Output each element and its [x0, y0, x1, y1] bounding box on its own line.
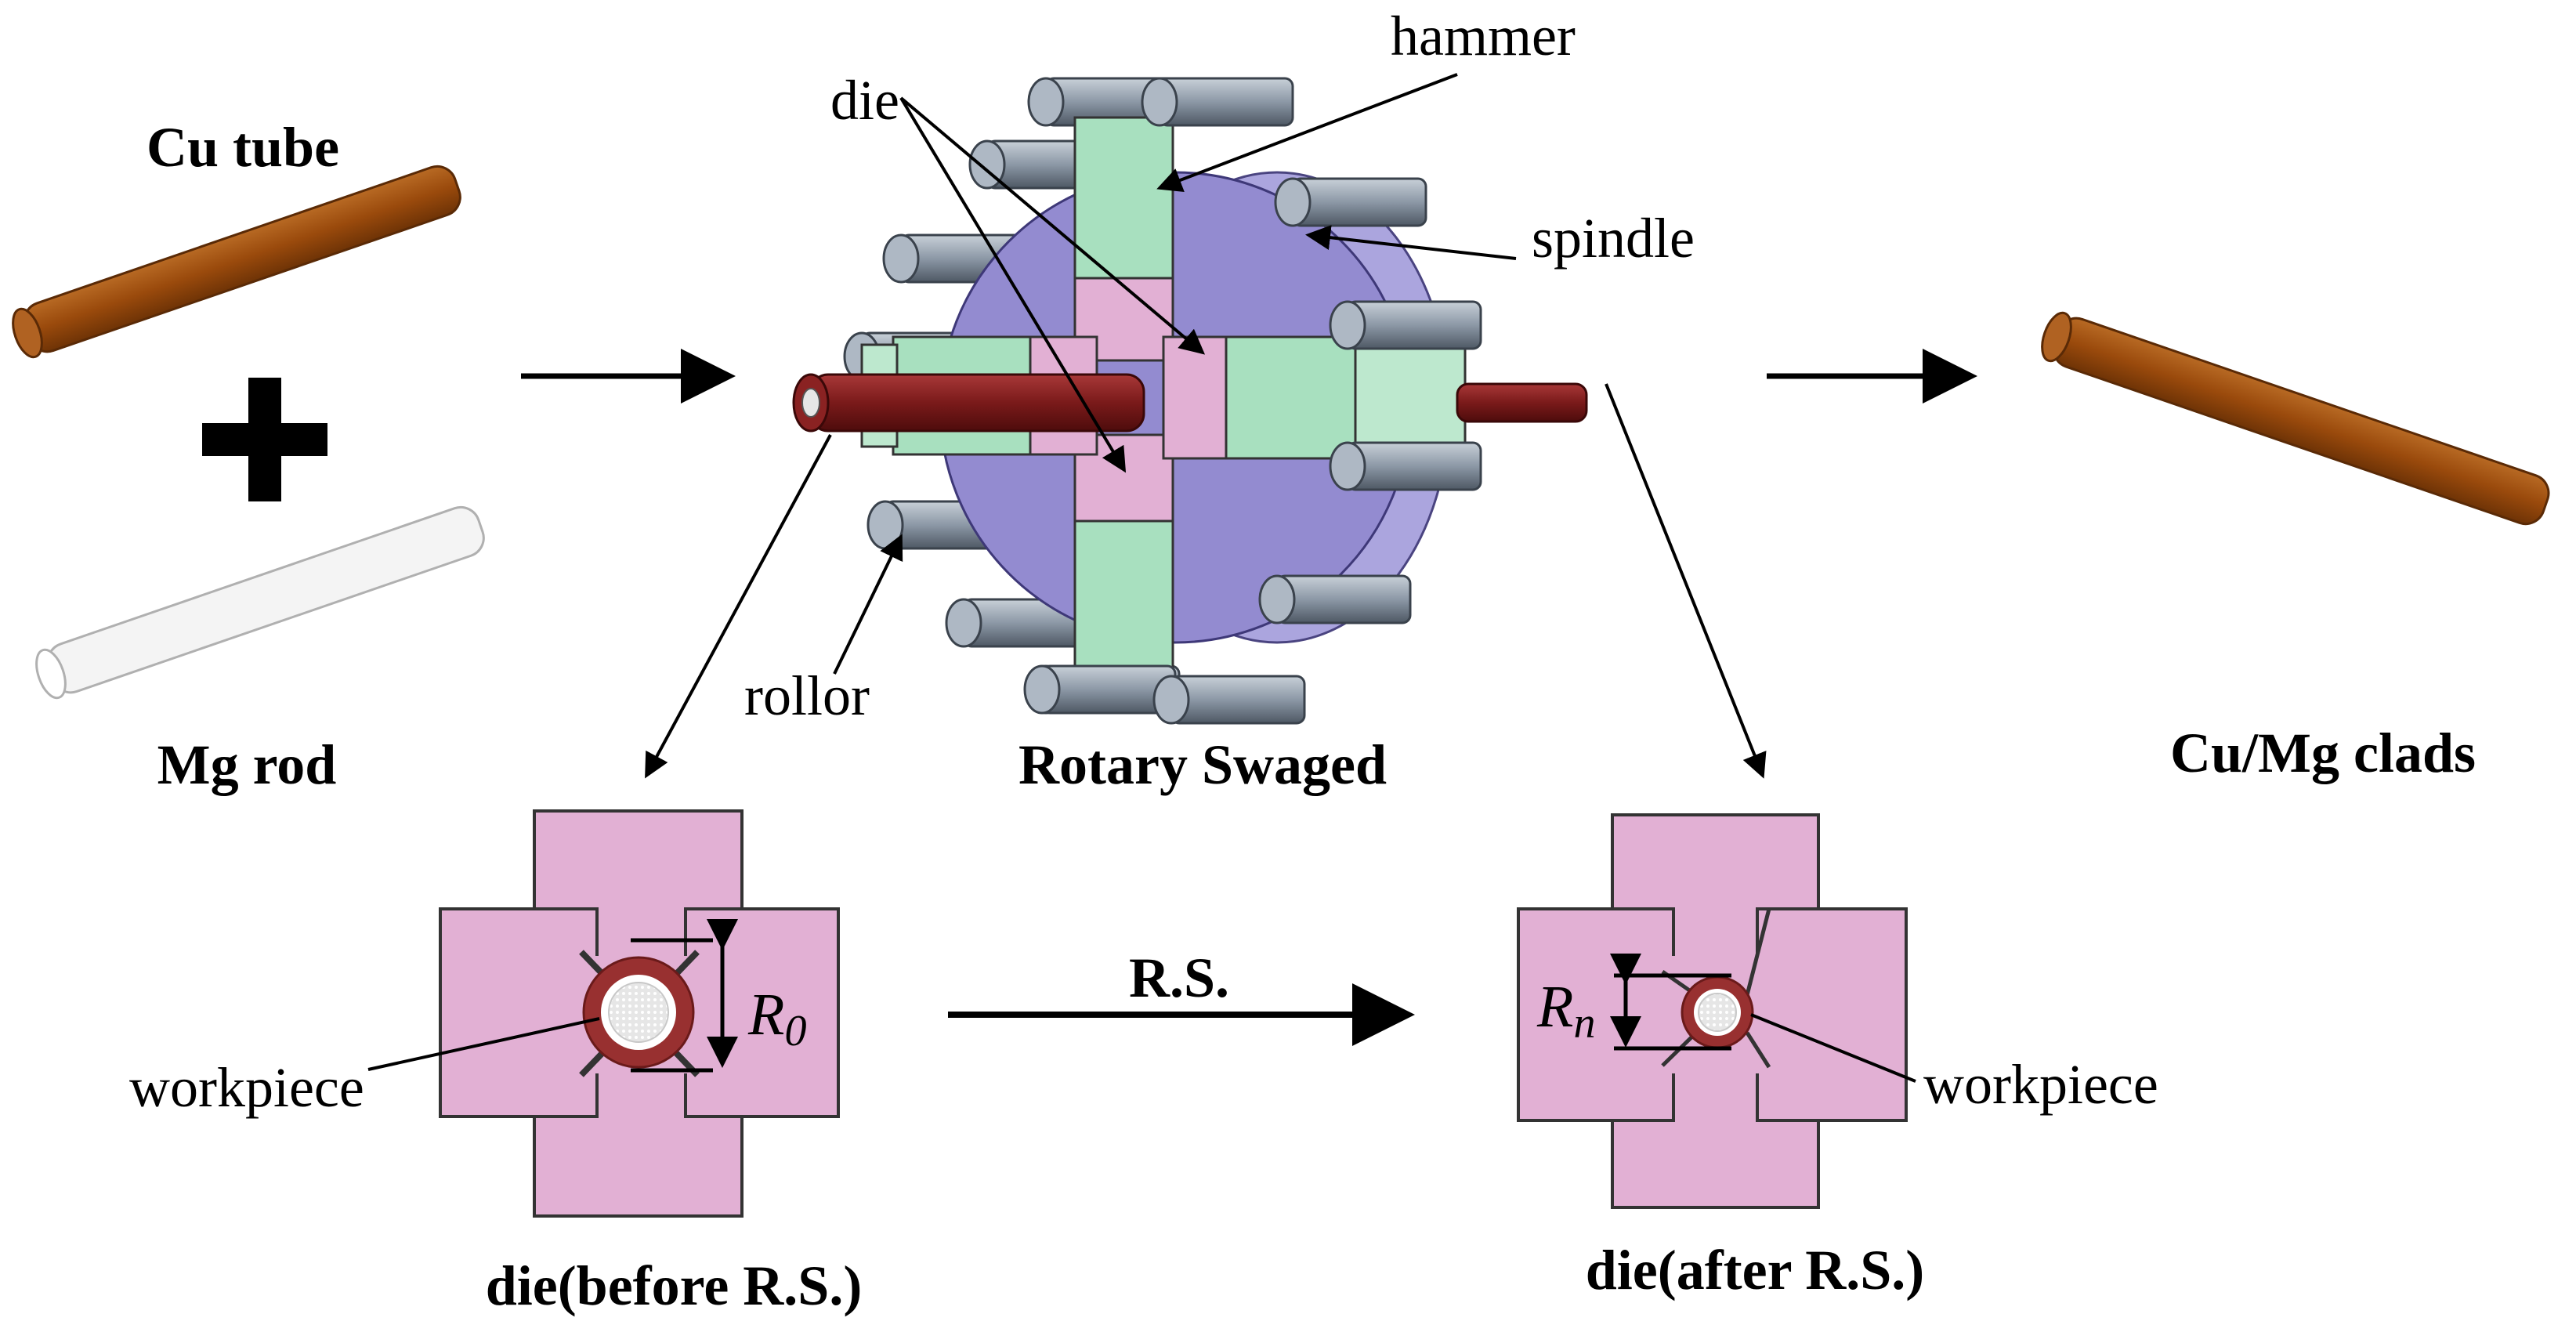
die-pointer-2: [899, 96, 1127, 473]
zoom-line-right: [1605, 383, 1767, 779]
zoom-line-left: [645, 434, 832, 779]
spindle-label: spindle: [1532, 207, 1695, 270]
mg-rod-label: Mg rod: [157, 733, 337, 796]
die-pointer-1: [899, 96, 1206, 355]
rotary-swaged-label: Rotary Swaged: [1018, 733, 1387, 796]
die-after-label: die(after R.S.): [1586, 1239, 1925, 1301]
workpiece-pointer-right: [1750, 1013, 1916, 1083]
rotary-swaging-machine: [792, 77, 1588, 725]
workpiece-label-left: workpiece: [129, 1056, 364, 1119]
hammer-label: hammer: [1391, 5, 1576, 67]
rollor-pointer: [833, 534, 903, 675]
cu-mg-clad: [2041, 311, 2550, 526]
cu-tube-label: Cu tube: [147, 116, 339, 179]
rn-label: Rn: [1536, 974, 1595, 1048]
workpiece-out: [1456, 382, 1588, 423]
die-before-group: [439, 809, 840, 1218]
die-label: die: [830, 69, 899, 132]
hammer-pointer: [1156, 73, 1458, 192]
hammer-right: [1225, 335, 1357, 460]
die-right: [1162, 335, 1228, 460]
r0-label: R0: [747, 982, 806, 1055]
plus-icon: [202, 378, 327, 501]
cu-mg-clads-label: Cu/Mg clads: [2170, 722, 2476, 784]
workpiece-label-right: workpiece: [1923, 1053, 2158, 1116]
spindle-pointer: [1305, 225, 1517, 260]
die-after-group: [1517, 813, 1908, 1209]
mg-rod: [35, 505, 485, 700]
cu-tube: [12, 165, 461, 359]
hammer-top: [1073, 116, 1174, 280]
hammer-bottom: [1073, 519, 1174, 687]
rs-label: R.S.: [1129, 947, 1229, 1009]
die-before-label: die(before R.S.): [486, 1254, 863, 1317]
rollor-label: rollor: [744, 664, 870, 727]
workpiece-pointer-left: [367, 1017, 600, 1071]
